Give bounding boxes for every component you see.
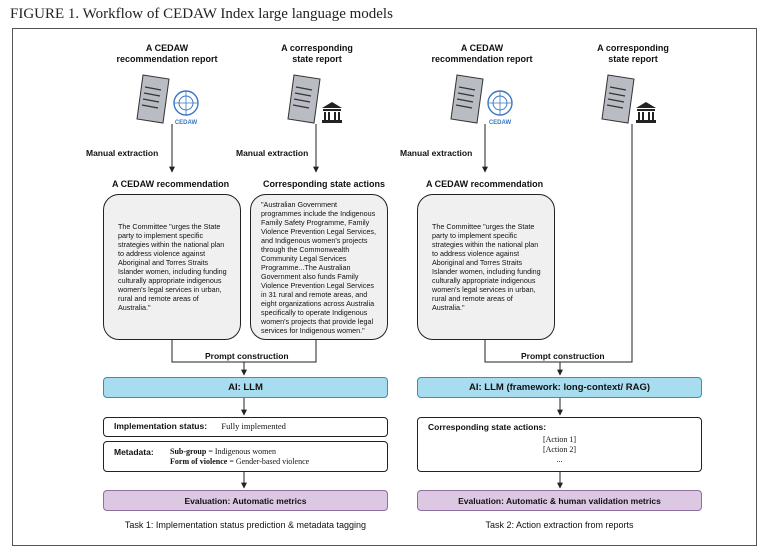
recommendation-text-box: The Committee "urges the State party to …	[103, 194, 241, 340]
un-emblem-icon: CEDAW	[173, 90, 199, 126]
action-ellipsis: ...	[556, 455, 563, 464]
state-actions-text: "Australian Government programmes includ…	[261, 199, 376, 335]
cedaw-logo-text: CEDAW	[489, 120, 512, 126]
doc-title-cedaw-report-left: A CEDAW recommendation report	[116, 43, 218, 64]
action-list: [Action 1] [Action 2] ...	[418, 435, 701, 465]
cedaw-recommendation-title: A CEDAW recommendation	[112, 179, 230, 189]
implementation-status-box: Implementation status: Fully implemented	[103, 417, 388, 437]
document-icon	[601, 74, 635, 124]
subgroup-value: = Indigenous women	[206, 447, 276, 456]
llm-label: AI: LLM	[228, 382, 263, 393]
cedaw-recommendation-title: A CEDAW recommendation	[426, 179, 544, 189]
violence-key: Form of violence	[170, 457, 228, 466]
metadata-box: Metadata: Sub-group = Indigenous women F…	[103, 441, 388, 472]
prompt-construction-label: Prompt construction	[521, 351, 605, 361]
recommendation-text: The Committee "urges the State party to …	[432, 222, 541, 312]
llm-box: AI: LLM	[103, 377, 388, 398]
document-icon	[450, 74, 484, 124]
llm-label: AI: LLM (framework: long-context/ RAG)	[468, 382, 651, 393]
manual-extraction-label: Manual extraction	[86, 148, 159, 158]
action-item: [Action 2]	[542, 445, 577, 454]
cedaw-logo-text: CEDAW	[175, 120, 198, 126]
implementation-status-label: Implementation status:	[114, 421, 208, 431]
violence-value: = Gender-based violence	[227, 457, 310, 466]
subgroup-key: Sub-group	[170, 447, 207, 456]
recommendation-text-box: The Committee "urges the State party to …	[417, 194, 555, 340]
metadata-label: Metadata:	[114, 447, 154, 457]
evaluation-box: Evaluation: Automatic metrics	[103, 490, 388, 511]
evaluation-label: Evaluation: Automatic metrics	[184, 495, 307, 506]
doc-title-state-report-right: A corresponding state report	[597, 43, 669, 64]
manual-extraction-label: Manual extraction	[400, 148, 473, 158]
state-actions-output-box: Corresponding state actions: [Action 1] …	[417, 417, 702, 472]
state-actions-title: Corresponding state actions	[263, 179, 386, 189]
metadata-subgroup: Sub-group = Indigenous women	[170, 447, 276, 457]
government-building-icon	[322, 102, 342, 123]
evaluation-box: Evaluation: Automatic & human validation…	[417, 490, 702, 511]
prompt-construction-label: Prompt construction	[205, 351, 289, 361]
llm-box: AI: LLM (framework: long-context/ RAG)	[417, 377, 702, 398]
document-icon	[287, 74, 321, 124]
recommendation-text: The Committee "urges the State party to …	[118, 222, 227, 312]
figure-frame	[12, 28, 757, 546]
government-building-icon	[636, 102, 656, 123]
doc-title-state-report-left: A corresponding state report	[281, 43, 353, 64]
state-actions-text-box: "Australian Government programmes includ…	[250, 194, 388, 340]
un-emblem-icon: CEDAW	[487, 90, 513, 126]
evaluation-label: Evaluation: Automatic & human validation…	[458, 495, 661, 506]
task-2-label: Task 2: Action extraction from reports	[485, 520, 634, 530]
task-1-label: Task 1: Implementation status prediction…	[124, 520, 367, 530]
manual-extraction-label: Manual extraction	[236, 148, 309, 158]
implementation-status-value: Fully implemented	[221, 421, 286, 431]
document-icon	[136, 74, 170, 124]
action-item: [Action 1]	[542, 435, 577, 444]
metadata-violence: Form of violence = Gender-based violence	[170, 457, 309, 467]
state-actions-output-label: Corresponding state actions:	[428, 422, 547, 432]
bracket-prompt-right	[484, 124, 633, 363]
doc-title-cedaw-report-right: A CEDAW recommendation report	[431, 43, 533, 64]
figure-caption: FIGURE 1. Workflow of CEDAW Index large …	[10, 6, 393, 22]
